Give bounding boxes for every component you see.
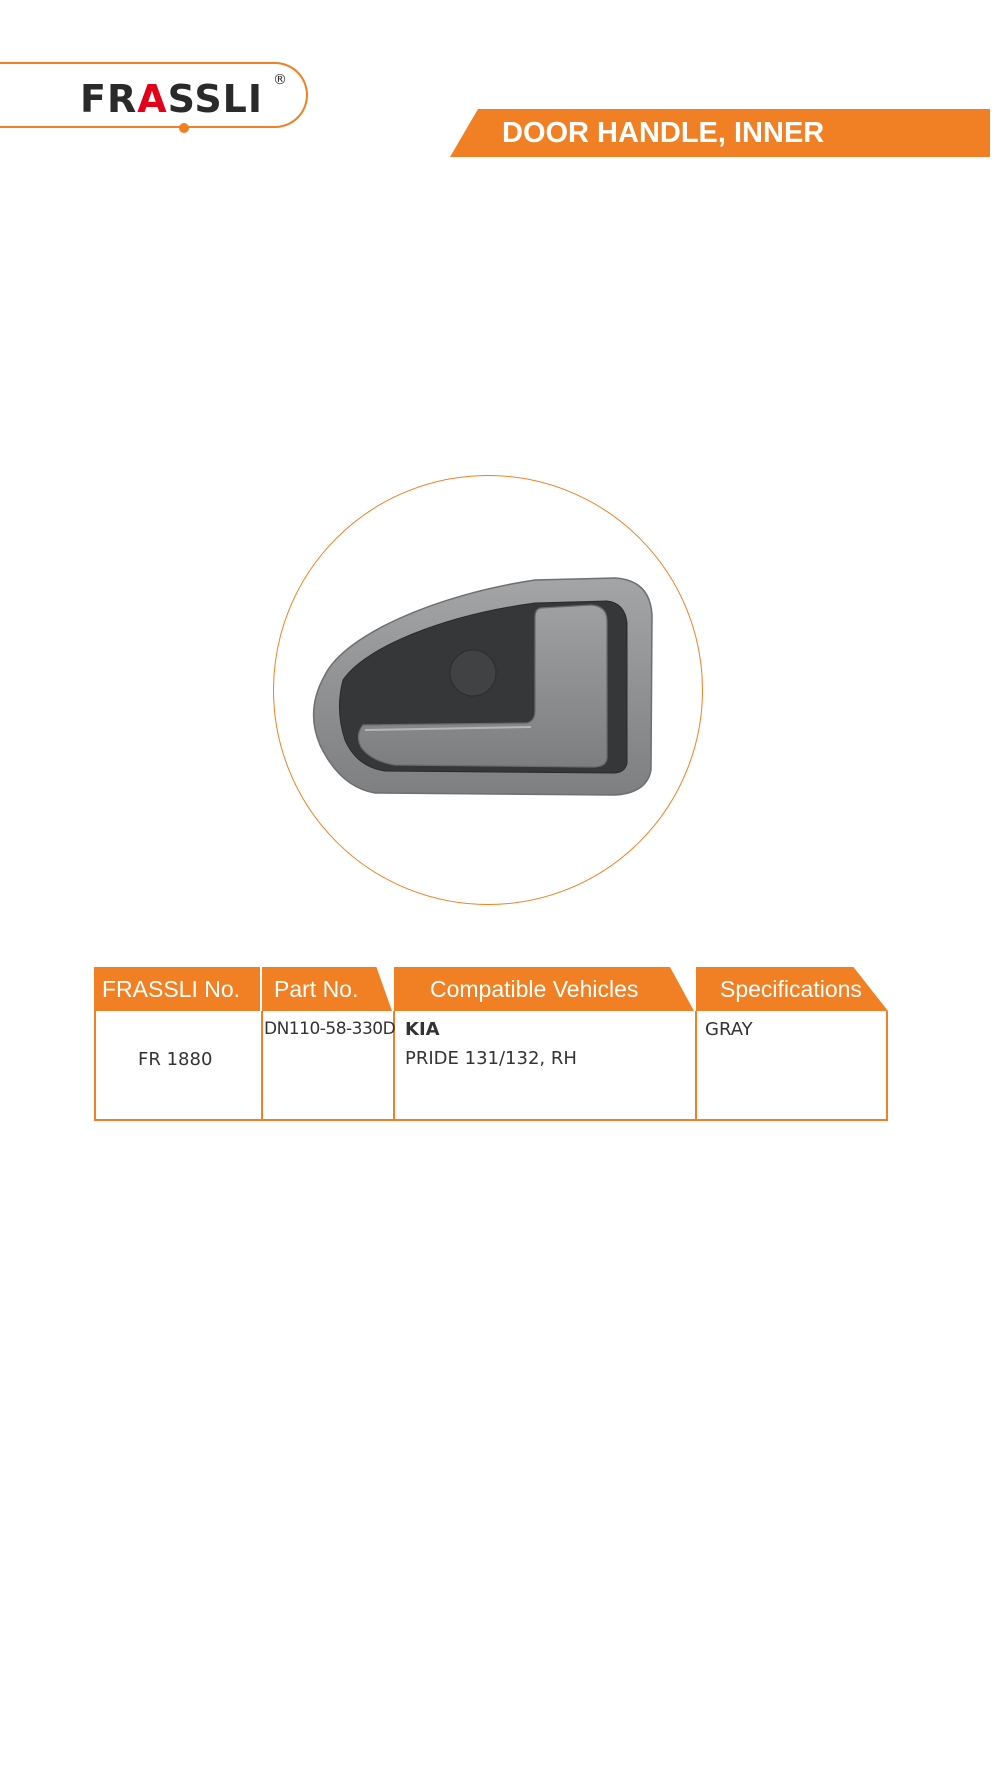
door-handle-image: [312, 577, 653, 796]
header-compatible-vehicles: Compatible Vehicles: [394, 967, 694, 1011]
page-title: DOOR HANDLE, INNER: [502, 117, 825, 149]
cell-model: PRIDE 131/132, RH: [405, 1048, 577, 1069]
product-image-frame: [273, 475, 703, 905]
header-specifications: Specifications: [696, 967, 888, 1011]
column-divider: [261, 1011, 263, 1121]
header-part-no: Part No.: [262, 967, 392, 1011]
cell-part-no: DN110-58-330D: [264, 1019, 396, 1039]
registered-mark: ®: [273, 72, 287, 88]
cell-specification: GRAY: [705, 1019, 753, 1040]
table-row: [94, 1011, 888, 1121]
spec-table: FRASSLI No. Part No. Compatible Vehicles…: [94, 967, 888, 1121]
cell-frassli-no: FR 1880: [138, 1049, 213, 1070]
brand-logo: FRASSLI: [80, 77, 264, 121]
cell-make: KIA: [405, 1019, 440, 1040]
column-divider: [695, 1011, 697, 1121]
column-divider: [393, 1011, 395, 1121]
logo-bracket: [0, 62, 308, 128]
header-frassli-no: FRASSLI No.: [94, 967, 260, 1011]
logo-dot: [179, 123, 189, 133]
title-banner: [450, 109, 990, 157]
